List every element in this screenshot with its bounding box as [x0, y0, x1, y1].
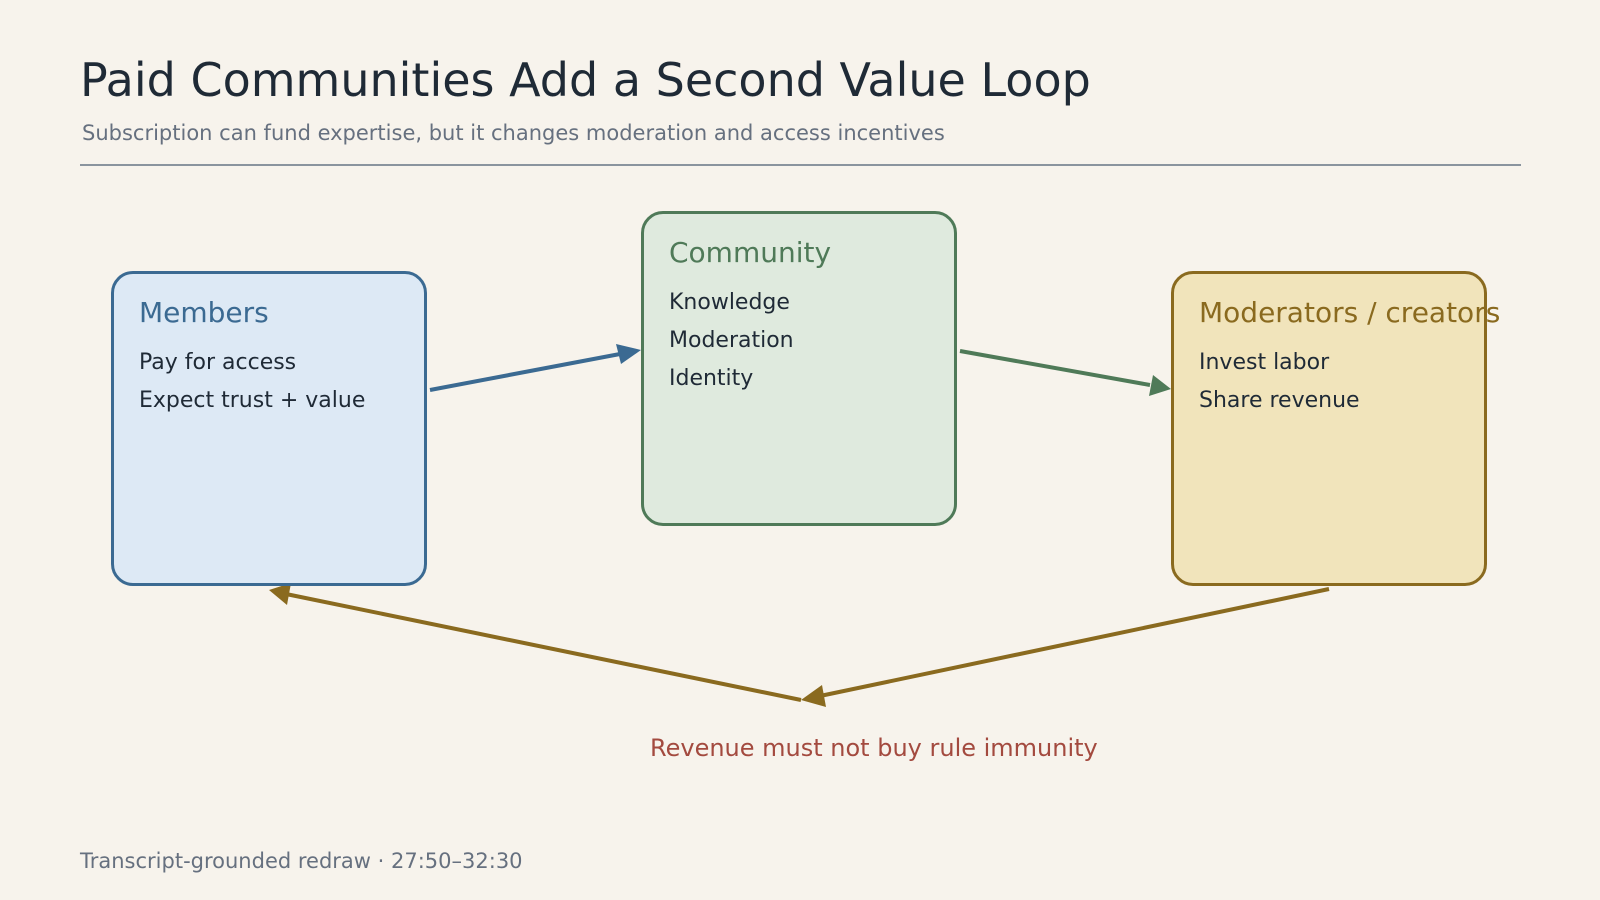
node-members-line: Expect trust + value	[139, 388, 366, 413]
node-moderators-line: Share revenue	[1199, 388, 1360, 413]
page-subtitle: Subscription can fund expertise, but it …	[82, 121, 945, 145]
footer-caption: Transcript-grounded redraw · 27:50–32:30	[80, 849, 523, 873]
title-divider	[80, 164, 1521, 166]
node-community-line: Moderation	[669, 328, 794, 353]
node-community-title: Community	[669, 236, 832, 269]
page-title: Paid Communities Add a Second Value Loop	[80, 53, 1091, 107]
node-community: Community Knowledge Moderation Identity	[641, 211, 957, 526]
arrow-moderators-to-members	[269, 583, 1330, 707]
arrow-community-to-moderators	[959, 349, 1171, 396]
loop-note: Revenue must not buy rule immunity	[650, 734, 1098, 762]
node-members: Members Pay for access Expect trust + va…	[111, 271, 427, 586]
node-moderators-line: Invest labor	[1199, 350, 1330, 375]
node-members-line: Pay for access	[139, 350, 297, 375]
arrow-members-to-community	[429, 344, 641, 392]
node-community-line: Knowledge	[669, 290, 790, 315]
node-moderators: Moderators / creators Invest labor Share…	[1171, 271, 1500, 586]
node-community-line: Identity	[669, 366, 754, 391]
node-members-title: Members	[139, 296, 269, 329]
node-moderators-title: Moderators / creators	[1199, 296, 1501, 329]
